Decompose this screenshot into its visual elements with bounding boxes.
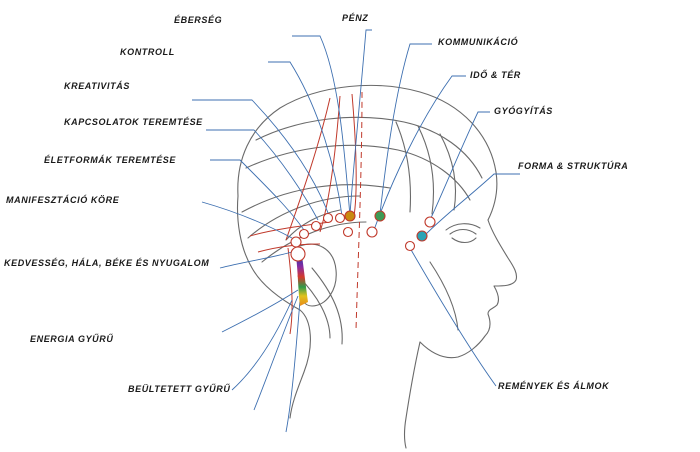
point-kreativitas bbox=[322, 212, 334, 224]
label-eberseg: ÉBERSÉG bbox=[174, 15, 223, 25]
pointer-ido bbox=[373, 75, 466, 231]
energy-ring-band bbox=[296, 256, 308, 306]
label-kreativitas: KREATIVITÁS bbox=[64, 81, 130, 91]
label-gyogyitas: GYÓGYÍTÁS bbox=[494, 106, 553, 116]
pointer-kapcsolatok bbox=[206, 129, 319, 221]
point-gyogyitas bbox=[424, 216, 436, 228]
point-manifesztacio bbox=[290, 236, 302, 248]
pointer-extra-2 bbox=[285, 299, 301, 433]
label-beultetett: BEÜLTETETT GYŰRŰ bbox=[128, 384, 231, 394]
head-outline bbox=[237, 84, 518, 449]
label-remenyek: REMÉNYEK ÉS ÁLMOK bbox=[498, 381, 610, 391]
pointer-eberseg bbox=[292, 35, 351, 217]
point-ido bbox=[366, 226, 378, 238]
pointer-kedvesseg bbox=[219, 251, 293, 269]
pointer-beultetett bbox=[231, 299, 293, 391]
point-kontroll bbox=[334, 212, 346, 224]
point-kapcsolatok bbox=[310, 220, 322, 232]
point-forma bbox=[416, 230, 428, 242]
pointer-kommunikacio bbox=[379, 43, 432, 215]
label-manifesztacio: MANIFESZTÁCIÓ KÖRE bbox=[6, 195, 120, 205]
label-kommunikacio: KOMMUNIKÁCIÓ bbox=[438, 37, 519, 47]
pointer-gyogyitas bbox=[429, 111, 490, 221]
label-kapcsolatok: KAPCSOLATOK TEREMTÉSE bbox=[64, 117, 203, 127]
point-kedvesseg bbox=[290, 246, 306, 262]
pointer-lines bbox=[192, 29, 520, 433]
pointer-forma bbox=[423, 173, 520, 237]
label-forma: FORMA & STRUKTÚRA bbox=[518, 161, 629, 171]
point-eberseg bbox=[342, 226, 354, 238]
pointer-remenyek bbox=[409, 247, 497, 387]
points bbox=[290, 210, 436, 262]
label-penz: PÉNZ bbox=[342, 13, 369, 23]
point-remenyek bbox=[404, 240, 416, 252]
pointer-penz bbox=[349, 29, 372, 215]
pointer-energia bbox=[221, 289, 299, 333]
pointer-kreativitas bbox=[192, 99, 331, 219]
point-penz bbox=[344, 210, 356, 222]
label-eletformak: ÉLETFORMÁK TEREMTÉSE bbox=[44, 155, 177, 165]
label-energia: ENERGIA GYŰRŰ bbox=[30, 334, 114, 344]
label-kontroll: KONTROLL bbox=[120, 47, 175, 57]
label-kedvesseg: KEDVESSÉG, HÁLA, BÉKE ÉS NYUGALOM bbox=[4, 258, 210, 268]
pointer-manifesztacio bbox=[201, 201, 293, 239]
pointer-kontroll bbox=[268, 61, 343, 217]
point-eletformak bbox=[298, 228, 310, 240]
pointer-extra-1 bbox=[253, 295, 299, 411]
point-kommunikacio bbox=[374, 210, 386, 222]
pointer-eletformak bbox=[210, 159, 305, 231]
label-ido-ter: IDŐ & TÉR bbox=[470, 70, 521, 80]
